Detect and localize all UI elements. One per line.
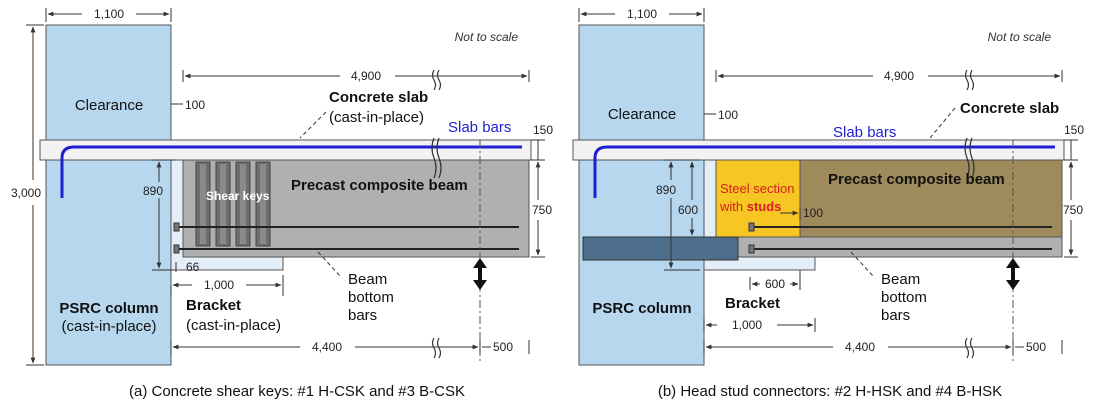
slab-bars-label-b: Slab bars xyxy=(833,124,896,141)
break-mark-b xyxy=(964,69,975,359)
dim-stud-offset-b: 100 xyxy=(803,206,823,220)
dim-beam-depth-a: 750 xyxy=(532,203,552,217)
steel-plate-b xyxy=(582,236,739,261)
beam-bottom-bars-a xyxy=(173,222,519,254)
dim-load-offset-b: 500 xyxy=(1026,340,1046,354)
beam-bottom-bars-b xyxy=(748,222,1052,254)
bracket-label-a: Bracket xyxy=(186,297,241,314)
concrete-slab-label-b: Concrete slab xyxy=(960,100,1059,117)
psrc-column-sublabel-a: (cast-in-place) xyxy=(61,318,156,335)
dim-steel-length-b: 600 xyxy=(765,277,785,291)
steel-section-label2-b: with studs xyxy=(719,199,781,214)
dim-bracket-length-b: 1,000 xyxy=(732,318,762,332)
caption-a: (a) Concrete shear keys: #1 H-CSK and #3… xyxy=(129,383,465,400)
dim-load-offset-a: 500 xyxy=(493,340,513,354)
actuator-arrow-b xyxy=(1006,258,1020,290)
slab-leader-b xyxy=(929,107,956,139)
not-to-scale-b: Not to scale xyxy=(988,30,1052,44)
bracket-label-b: Bracket xyxy=(725,295,780,312)
concrete-slab-label-a: Concrete slab xyxy=(329,89,428,106)
bottom-bars-label3-b: bars xyxy=(881,307,910,324)
slab-bars-a xyxy=(60,145,522,198)
precast-beam-label-b: Precast composite beam xyxy=(828,171,1005,188)
dim-clearance-gap-b: 100 xyxy=(718,108,738,122)
actuator-arrow-a xyxy=(473,258,487,290)
bottom-bars-label1-a: Beam xyxy=(348,271,387,288)
dim-key-offset-a: 66 xyxy=(186,260,200,274)
slab-leader-a xyxy=(299,111,327,139)
caption-b: (b) Head stud connectors: #2 H-HSK and #… xyxy=(658,383,1002,400)
concrete-slab-sublabel-a: (cast-in-place) xyxy=(329,109,424,126)
dim-bracket-depth-b: 890 xyxy=(656,183,676,197)
dim-beam-depth-b: 750 xyxy=(1063,203,1083,217)
concrete-slab-a xyxy=(39,139,532,161)
not-to-scale-a: Not to scale xyxy=(455,30,519,44)
bottom-bars-label1-b: Beam xyxy=(881,271,920,288)
bottom-bars-leader-a xyxy=(317,251,341,277)
bottom-bars-label3-a: bars xyxy=(348,307,377,324)
dim-slab-thickness-b: 150 xyxy=(1064,123,1084,137)
psrc-column-label-b: PSRC column xyxy=(592,300,691,317)
bracket-sublabel-a: (cast-in-place) xyxy=(186,317,281,334)
precast-beam-label-a: Precast composite beam xyxy=(291,177,468,194)
dim-clearance-gap-a: 100 xyxy=(185,98,205,112)
dim-lower-span-a: 4,400 xyxy=(312,340,342,354)
panel-a: 1,100 3,000 4,900 100 150 750 890 66 1,0… xyxy=(11,7,553,400)
studs-label-b: studs xyxy=(747,199,782,214)
dim-column-width-a: 1,100 xyxy=(94,7,124,21)
shear-keys-label-a: Shear keys xyxy=(206,189,270,203)
dim-bracket-length-a: 1,000 xyxy=(204,278,234,292)
slab-bars-label-a: Slab bars xyxy=(448,119,511,136)
bottom-bars-leader-b xyxy=(850,251,874,277)
dim-column-width-b: 1,100 xyxy=(627,7,657,21)
psrc-column-a xyxy=(45,24,172,366)
concrete-slab-b xyxy=(572,139,1065,161)
dim-slab-thickness-a: 150 xyxy=(533,123,553,137)
dim-bracket-depth-a: 890 xyxy=(143,184,163,198)
dim-total-height-a: 3,000 xyxy=(11,186,41,200)
clearance-label-b: Clearance xyxy=(608,106,676,123)
psrc-column-b xyxy=(578,24,705,366)
steel-section-prefix-b: with xyxy=(719,199,747,214)
steel-section-b xyxy=(715,159,801,238)
dim-steel-depth-b: 600 xyxy=(678,203,698,217)
bottom-bars-label2-a: bottom xyxy=(348,289,394,306)
slab-bars-b xyxy=(593,145,1055,198)
precast-beam-brown-b xyxy=(799,159,1063,238)
break-mark-a xyxy=(431,69,442,359)
bottom-bars-label2-b: bottom xyxy=(881,289,927,306)
steel-section-label1-b: Steel section xyxy=(720,181,794,196)
panel-b: 1,100 4,900 100 150 750 890 600 100 600 … xyxy=(572,7,1084,400)
dim-clear-span-b: 4,900 xyxy=(884,69,914,83)
shear-keys-a xyxy=(195,161,271,247)
dim-clear-span-a: 4,900 xyxy=(351,69,381,83)
precast-beam-a xyxy=(182,159,530,258)
dim-lower-span-b: 4,400 xyxy=(845,340,875,354)
psrc-column-label-a: PSRC column xyxy=(59,300,158,317)
clearance-label-a: Clearance xyxy=(75,97,143,114)
